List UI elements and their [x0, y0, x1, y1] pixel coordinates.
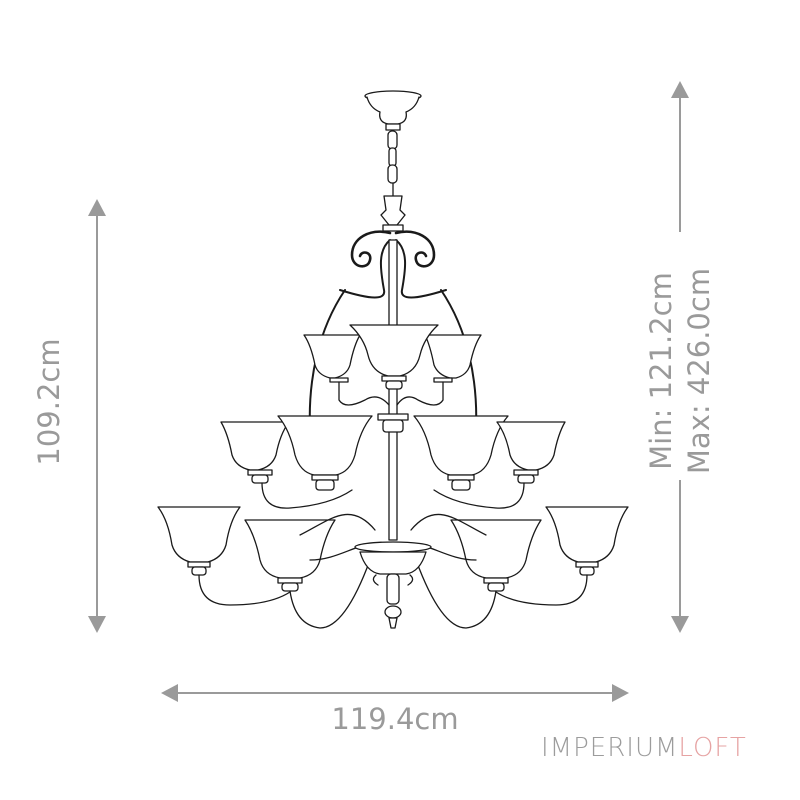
- width-dimension-label: 119.4cm: [331, 702, 459, 736]
- drop-dimension-label: Min: 121.2cm Max: 426.0cm: [642, 251, 718, 491]
- brand-logo-part1: IMPERIUM: [541, 733, 679, 763]
- brand-logo: IMPERIUMLOFT: [541, 733, 747, 763]
- drop-max-label: Max: 426.0cm: [682, 267, 716, 475]
- central-stem: [388, 239, 398, 541]
- bottom-bowl-finial: [354, 541, 432, 629]
- brand-logo-part2: LOFT: [678, 733, 747, 763]
- middle-tier: [220, 415, 566, 509]
- height-dimension-label: 109.2cm: [32, 338, 66, 466]
- top-tier: [303, 324, 482, 433]
- drop-dimension-arrow: [671, 81, 689, 633]
- height-dimension-arrow: [88, 199, 106, 633]
- chain: [387, 130, 398, 197]
- drop-min-label: Min: 121.2cm: [644, 272, 678, 470]
- width-dimension-arrow: [161, 684, 629, 702]
- chandelier-illustration: [157, 90, 629, 629]
- bottom-tier: [157, 506, 629, 629]
- loop-fitting: [380, 195, 406, 226]
- ceiling-canopy: [364, 90, 422, 131]
